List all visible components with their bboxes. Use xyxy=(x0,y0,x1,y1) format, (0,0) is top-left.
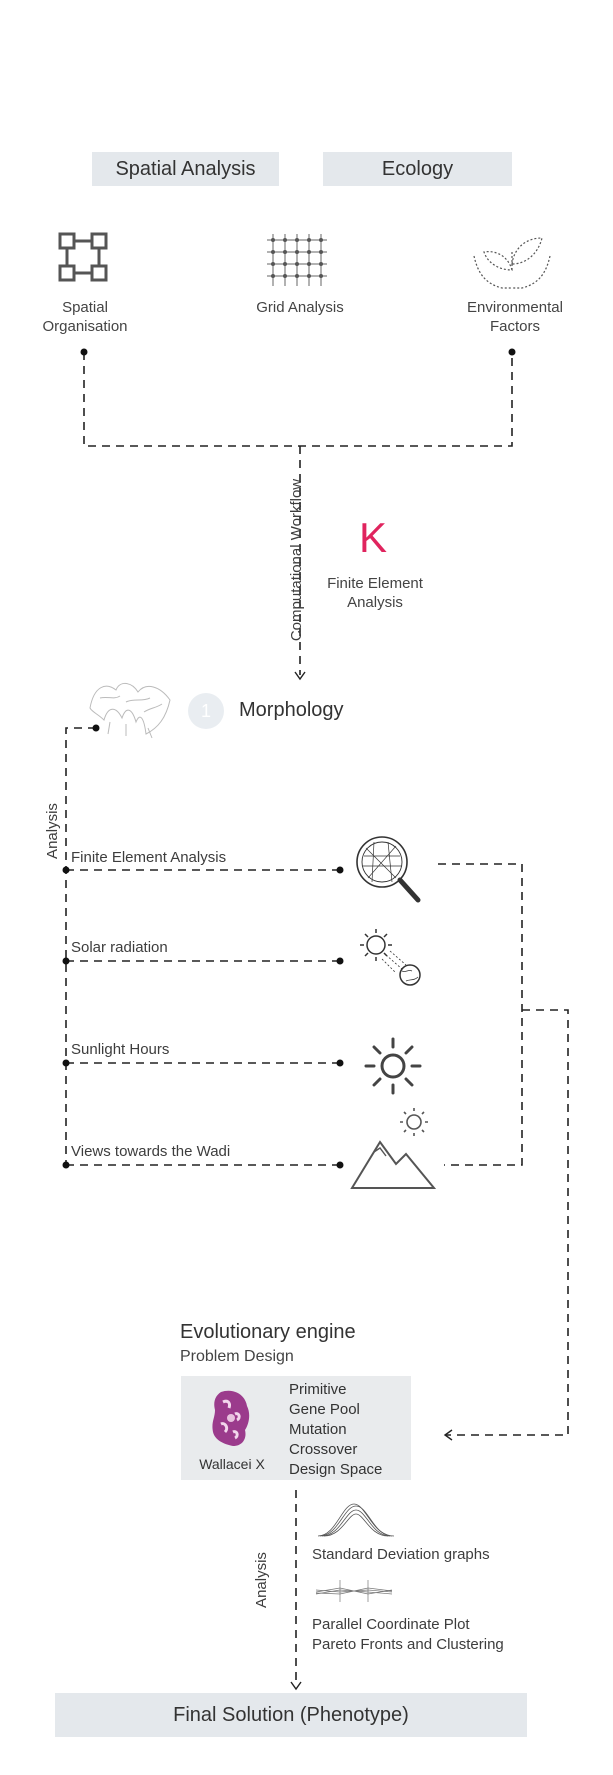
environmental-factors-label: Environmental Factors xyxy=(452,298,578,336)
analysis-item-solar-radiation: Solar radiation xyxy=(71,939,168,956)
spatial-organisation-icon xyxy=(56,230,116,290)
param-mutation: Mutation xyxy=(289,1420,382,1440)
param-design-space: Design Space xyxy=(289,1460,382,1480)
pareto-label: Pareto Fronts and Clustering xyxy=(312,1635,504,1655)
mountain-sun-icon xyxy=(348,1102,440,1192)
analysis-item-views: Views towards the Wadi xyxy=(71,1143,230,1160)
ecology-header: Ecology xyxy=(323,152,512,186)
engine-panel: Wallacei X Primitive Gene Pool Mutation … xyxy=(181,1376,411,1480)
output-analysis-label: Analysis xyxy=(253,1550,271,1610)
parallel-coordinate-icon xyxy=(314,1578,394,1604)
right-loop-line xyxy=(438,864,522,1165)
engine-title: Evolutionary engine xyxy=(180,1320,356,1344)
morphology-label: Morphology xyxy=(239,696,344,724)
spatial-analysis-header: Spatial Analysis xyxy=(92,152,279,186)
pcp-labels: Parallel Coordinate Plot Pareto Fronts a… xyxy=(312,1615,504,1655)
computational-workflow-label: Computational Workflow xyxy=(288,460,306,660)
karamba-logo-icon: K xyxy=(353,515,393,561)
wallacei-logo-icon xyxy=(207,1388,253,1448)
feedback-line xyxy=(446,1010,568,1435)
morphology-sketch-icon xyxy=(86,678,176,740)
analysis-item-sunlight-hours: Sunlight Hours xyxy=(71,1041,169,1058)
spatial-organisation-label: Spatial Organisation xyxy=(30,298,140,336)
wallacei-label: Wallacei X xyxy=(189,1456,275,1472)
engine-subtitle: Problem Design xyxy=(180,1347,294,1367)
grid-analysis-label: Grid Analysis xyxy=(230,298,370,317)
analysis-item-fea: Finite Element Analysis xyxy=(71,849,226,866)
step-number-badge: 1 xyxy=(188,693,224,729)
std-deviation-graph-icon xyxy=(318,1502,394,1538)
param-primitive: Primitive xyxy=(289,1380,382,1400)
param-crossover: Crossover xyxy=(289,1440,382,1460)
pcp-label: Parallel Coordinate Plot xyxy=(312,1615,504,1635)
fea-globe-magnifier-icon xyxy=(352,832,428,908)
fea-tool-label: Finite Element Analysis xyxy=(312,574,438,612)
final-solution-box: Final Solution (Phenotype) xyxy=(55,1693,527,1737)
param-gene-pool: Gene Pool xyxy=(289,1400,382,1420)
top-bracket-line xyxy=(84,352,512,446)
engine-params: Primitive Gene Pool Mutation Crossover D… xyxy=(289,1380,382,1480)
solar-radiation-icon xyxy=(356,925,428,993)
sunlight-hours-icon xyxy=(362,1035,424,1097)
grid-analysis-icon xyxy=(265,230,335,290)
environmental-factors-icon xyxy=(472,226,552,292)
analysis-vertical-label: Analysis xyxy=(44,801,62,861)
std-deviation-label: Standard Deviation graphs xyxy=(312,1546,490,1563)
